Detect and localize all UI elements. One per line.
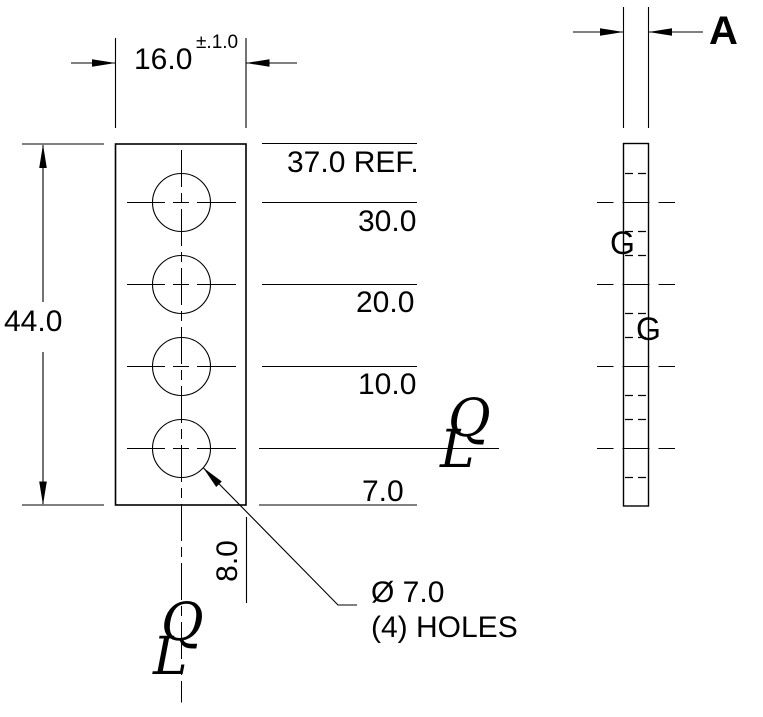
- hole-leader: [202, 467, 357, 606]
- centerline-symbol-lower-glyph: L: [440, 420, 475, 480]
- ordinate-extension-lines: [259, 142, 499, 506]
- width-dim-tolerance: ±.1.0: [196, 32, 239, 53]
- hidden-lines: [624, 172, 649, 479]
- front-view: [22, 38, 499, 703]
- arrowhead-left: [246, 59, 270, 67]
- height-dimension: [22, 143, 104, 506]
- centerline-symbol-right: Q L: [438, 393, 494, 489]
- datum-label-g1: G: [610, 225, 635, 261]
- arrowhead-up: [39, 144, 47, 168]
- height-dim-value: 44.0: [4, 305, 63, 338]
- arrowhead-right: [600, 28, 624, 36]
- side-outline: [622, 142, 650, 507]
- ordinate-dim-hole1: 30.0: [358, 205, 417, 238]
- plate-outline: [114, 143, 247, 506]
- side-view: [573, 7, 703, 507]
- arrowhead-down: [39, 481, 47, 505]
- ordinate-dim-top-ref: 37.0 REF.: [287, 146, 419, 179]
- ordinate-dim-hole3: 10.0: [358, 368, 417, 401]
- leader-line: [202, 467, 357, 606]
- leader-arrowhead: [203, 467, 222, 487]
- thickness-dim-label: A: [709, 9, 738, 53]
- ordinate-dim-bottom-edge: 7.0: [362, 475, 404, 508]
- hole-centerlines: [127, 202, 236, 449]
- centerline-symbol-bottom: Q L: [150, 597, 206, 693]
- centerline-symbol-upper-glyph: Q: [448, 389, 491, 449]
- centerline-symbol-lower-glyph: L: [153, 627, 188, 687]
- arrowhead-right: [92, 59, 116, 67]
- hole-callout-count: (4) HOLES: [371, 611, 518, 644]
- offset-dim-value: 8.0: [211, 540, 244, 582]
- width-dimension: [71, 38, 297, 128]
- hole-callout-diameter: Ø 7.0: [371, 576, 445, 609]
- thickness-dimension: [573, 7, 703, 128]
- arrowhead-left: [648, 28, 672, 36]
- width-dim-value: 16.0: [134, 43, 193, 76]
- datum-label-g2: G: [636, 311, 661, 347]
- side-centerlines: [597, 201, 675, 450]
- ordinate-dim-hole2: 20.0: [356, 286, 415, 319]
- centerline-symbol-upper-glyph: Q: [161, 593, 204, 653]
